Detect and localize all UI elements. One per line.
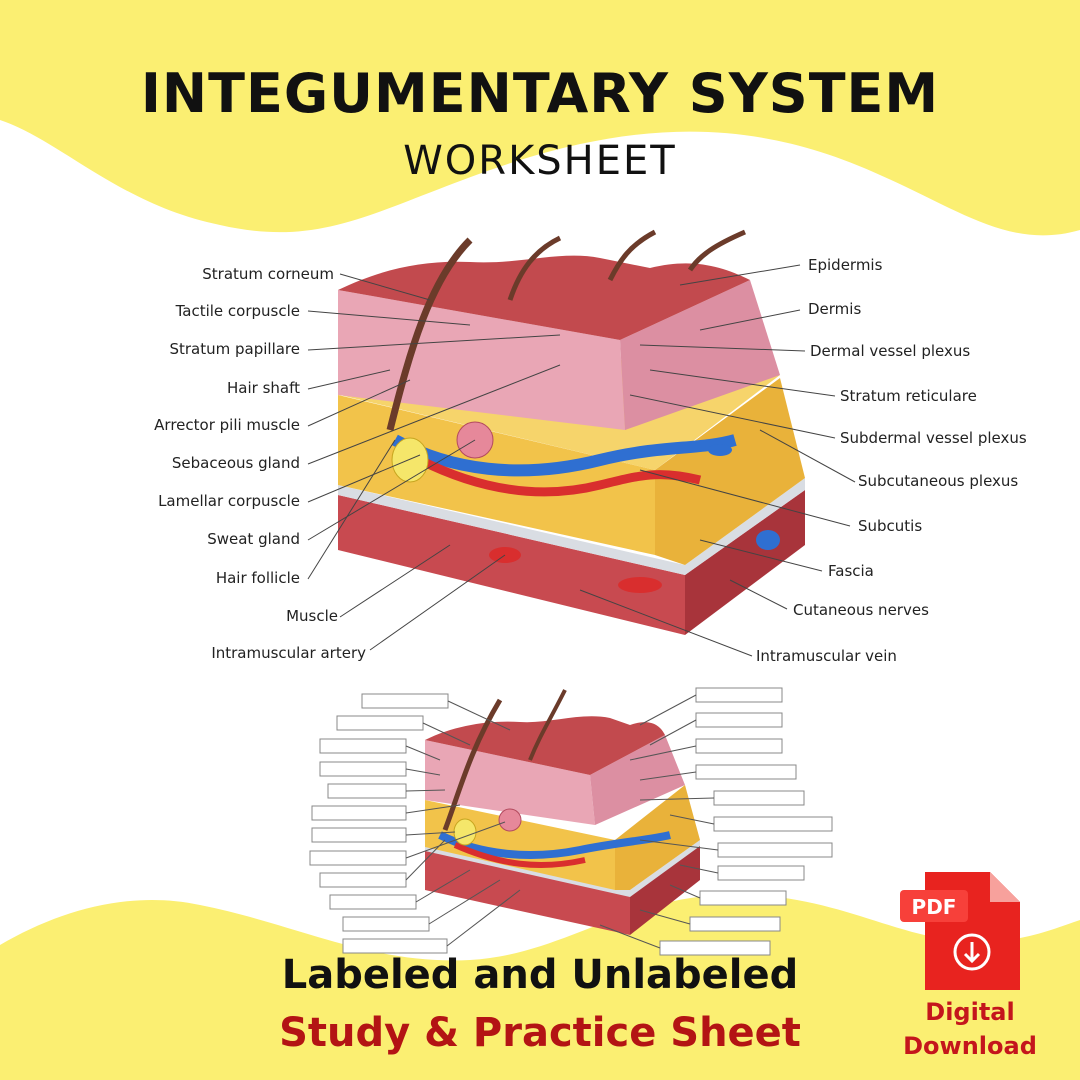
subcutis-side bbox=[655, 378, 805, 565]
label-lamellar-corpuscle: Lamellar corpuscle bbox=[158, 492, 300, 510]
dermis-front bbox=[338, 290, 625, 430]
left-leader-lines bbox=[307, 273, 561, 651]
label-sebaceous-gland: Sebaceous gland bbox=[171, 454, 300, 472]
page-title: INTEGUMENTARY SYSTEM bbox=[140, 62, 940, 125]
footer-line-1: Labeled and Unlabeled bbox=[281, 952, 799, 998]
artery bbox=[417, 455, 702, 497]
label-fascia: Fascia bbox=[828, 562, 874, 580]
label-stratum-corneum: Stratum corneum bbox=[202, 265, 334, 283]
digital-download-label: Digital Download bbox=[895, 995, 1045, 1063]
label-dermis: Dermis bbox=[808, 300, 862, 318]
label-intramuscular-vein: Intramuscular vein bbox=[756, 647, 897, 665]
label-muscle: Muscle bbox=[286, 607, 338, 625]
subcutis-vessel bbox=[708, 444, 732, 456]
download-arrow-icon bbox=[963, 942, 981, 964]
label-subcutis: Subcutis bbox=[858, 517, 923, 535]
hair-4 bbox=[687, 229, 746, 272]
footer-line-2: Study & Practice Sheet bbox=[279, 1010, 801, 1056]
label-dermal-vessel-plexus: Dermal vessel plexus bbox=[810, 342, 971, 360]
dermis-side bbox=[620, 280, 780, 430]
label-intramuscular-artery: Intramuscular artery bbox=[211, 644, 366, 662]
label-subcutaneous-plexus: Subcutaneous plexus bbox=[858, 472, 1019, 490]
label-stratum-papillare: Stratum papillare bbox=[169, 340, 300, 358]
top-yellow-wave bbox=[0, 0, 1080, 236]
label-cutaneous-nerves: Cutaneous nerves bbox=[793, 601, 929, 619]
pdf-badge-text: PDF bbox=[912, 895, 957, 919]
fascia-vessel bbox=[756, 530, 780, 550]
label-hair-follicle: Hair follicle bbox=[215, 569, 300, 587]
bottom-yellow-wave bbox=[0, 894, 1080, 1080]
label-stratum-reticulare: Stratum reticulare bbox=[840, 387, 977, 405]
label-epidermis: Epidermis bbox=[808, 256, 883, 274]
lamellar-corpuscle bbox=[391, 437, 429, 483]
label-hair-shaft: Hair shaft bbox=[227, 379, 300, 397]
label-arrector-pili-muscle: Arrector pili muscle bbox=[154, 416, 300, 434]
label-sweat-gland: Sweat gland bbox=[207, 530, 300, 548]
download-label: Download bbox=[903, 1032, 1037, 1060]
right-leader-lines bbox=[579, 264, 856, 657]
label-tactile-corpuscle: Tactile corpuscle bbox=[175, 302, 300, 320]
hair-1 bbox=[386, 237, 473, 431]
muscle-layer-side bbox=[685, 490, 805, 635]
digital-label: Digital bbox=[925, 998, 1015, 1026]
pdf-file-icon: PDF bbox=[900, 872, 1020, 990]
label-subdermal-vessel-plexus: Subdermal vessel plexus bbox=[840, 429, 1027, 447]
hair-2 bbox=[507, 235, 562, 301]
hair-3 bbox=[607, 229, 657, 282]
vein bbox=[392, 434, 737, 477]
intramuscular-vein-cross bbox=[618, 577, 662, 593]
page-subtitle: WORKSHEET bbox=[403, 138, 677, 184]
muscle-layer-front bbox=[338, 495, 685, 635]
